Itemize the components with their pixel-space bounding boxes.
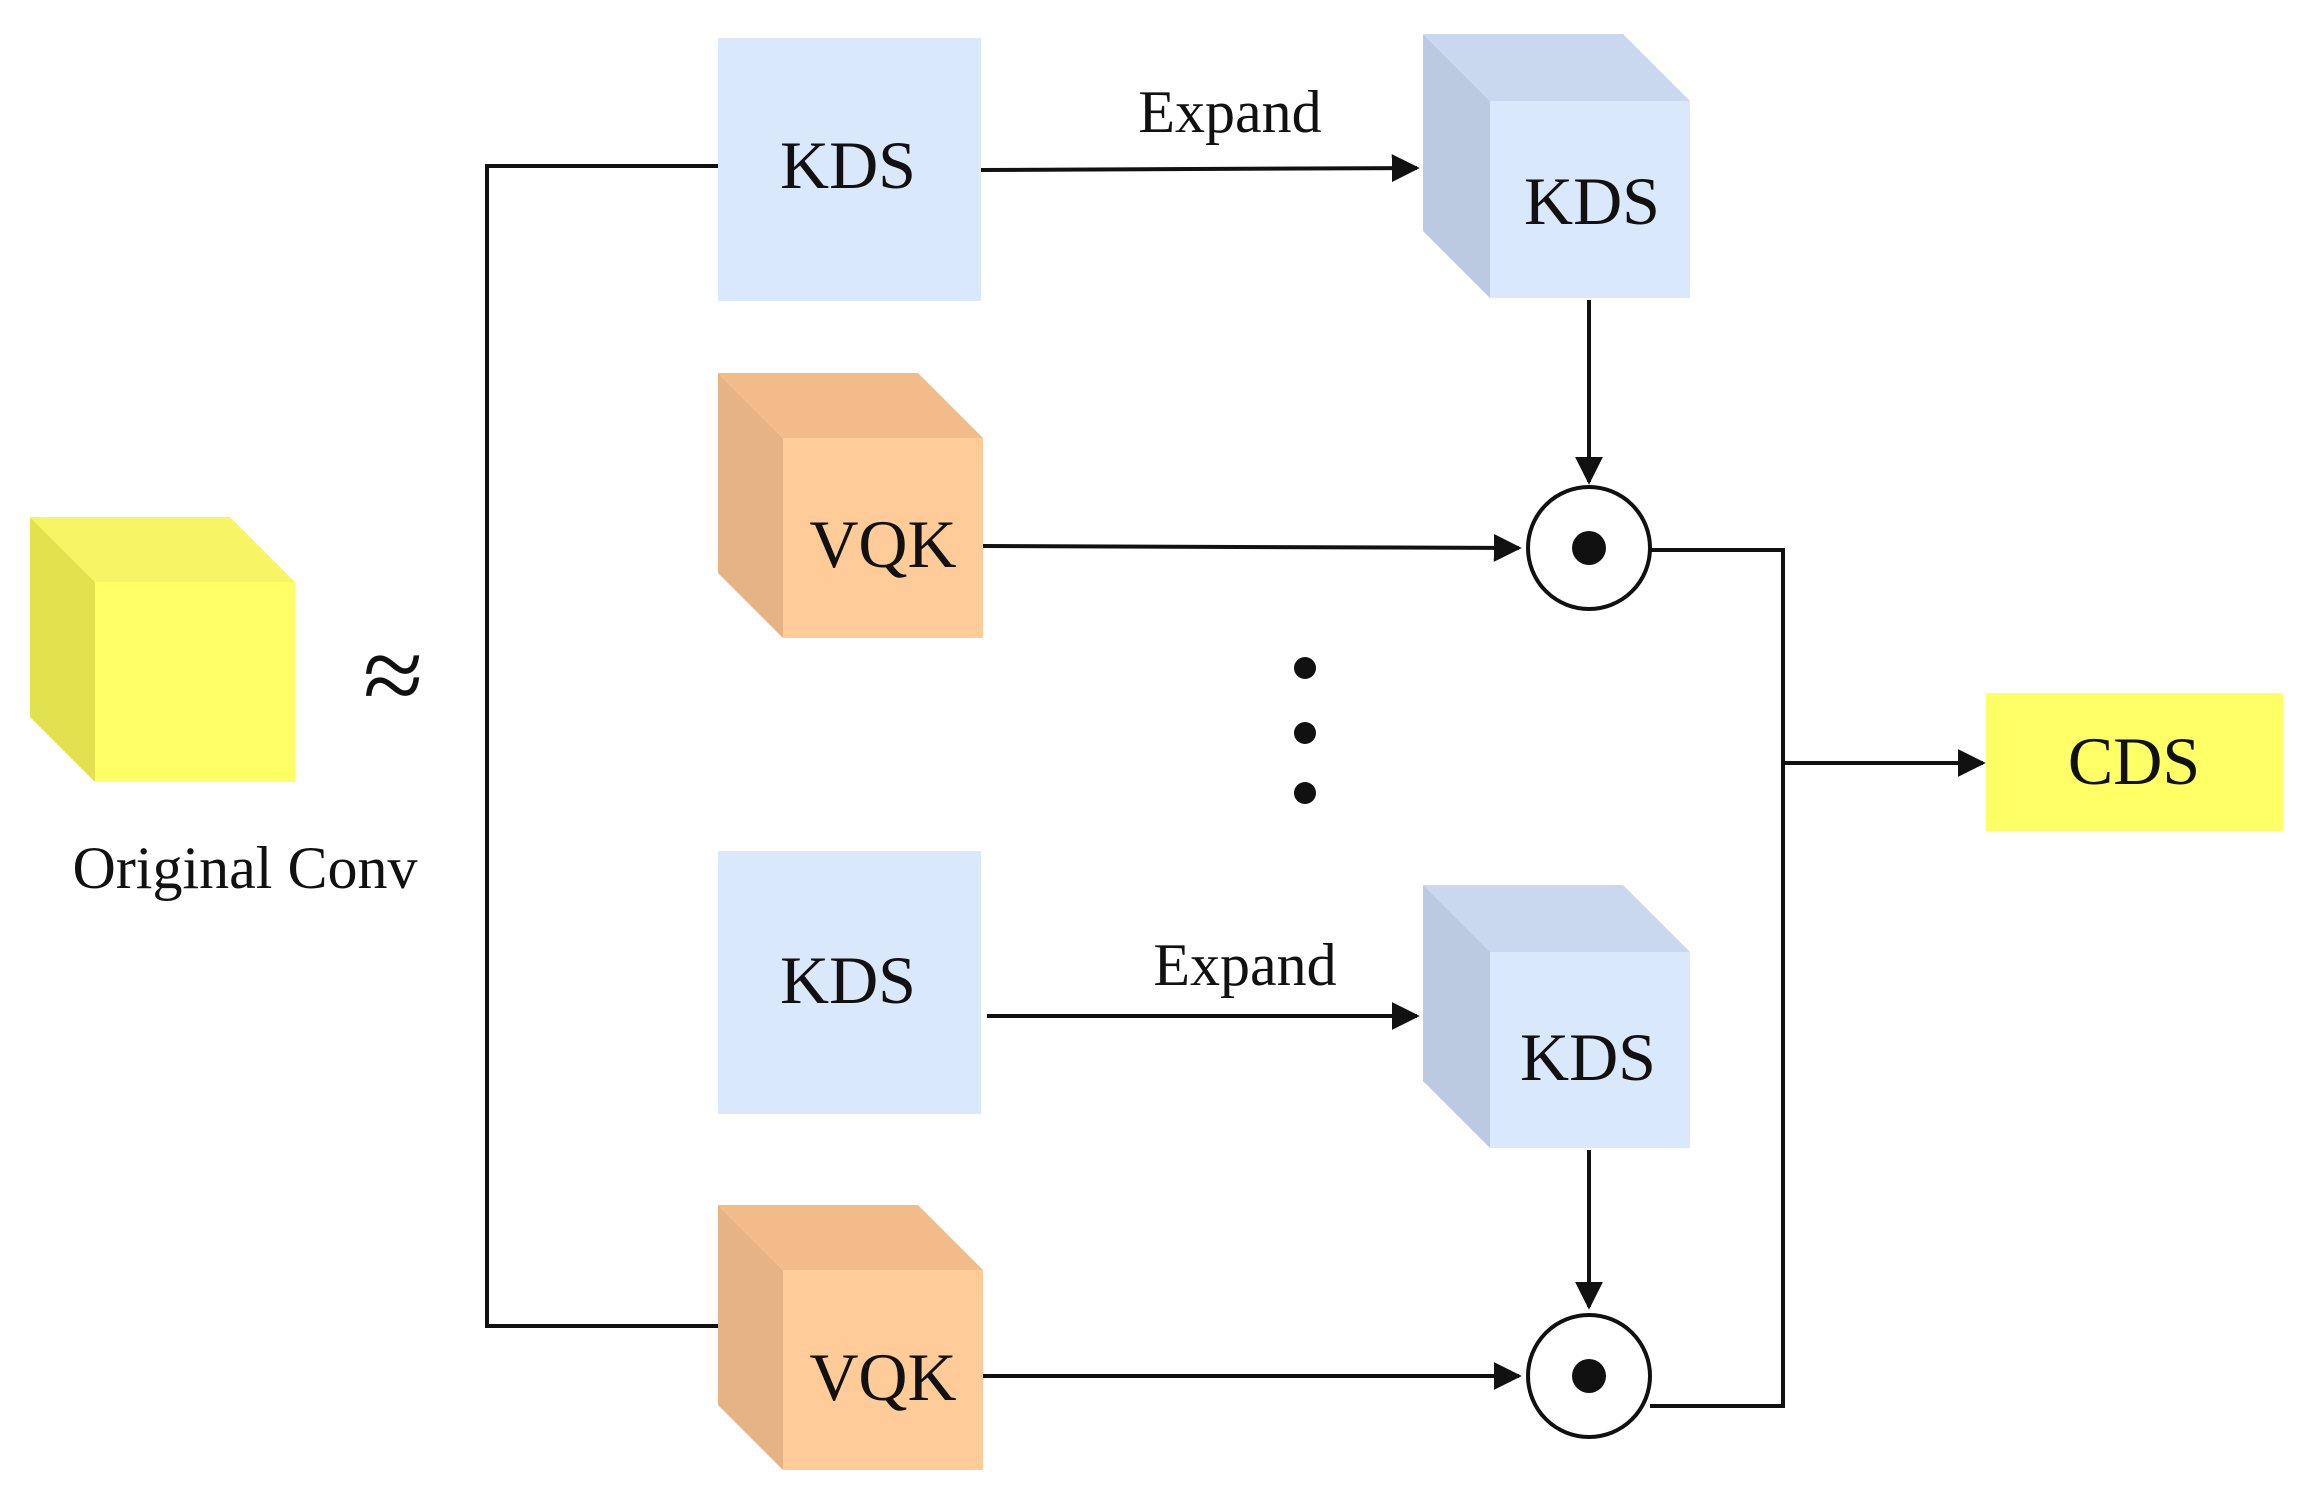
kds-expanded-top-label: KDS — [1524, 163, 1660, 239]
kds-block-top-label: KDS — [780, 127, 916, 203]
vqk-cube-top — [718, 373, 983, 638]
cds-output-block — [1986, 693, 2283, 831]
ellipsis-dot-2 — [1294, 722, 1316, 744]
kds-expanded-cube-top-front — [1490, 101, 1690, 298]
approx-symbol: ≈ — [363, 614, 423, 736]
original-conv-caption: Original Conv — [73, 835, 418, 901]
kds-expanded-bottom-label: KDS — [1520, 1019, 1656, 1095]
vqk-cube-top-side — [718, 373, 783, 638]
kds-block-bottom — [718, 851, 981, 1114]
kds-expanded-cube-bottom — [1423, 885, 1690, 1148]
vqk-bottom-label: VQK — [809, 1339, 956, 1415]
kds-expanded-cube-top-side — [1423, 34, 1490, 298]
original-conv-cube — [30, 517, 295, 782]
ellipsis-dot-3 — [1294, 782, 1316, 804]
kds-expanded-cube-top-top — [1423, 34, 1690, 101]
ellipsis-dot-1 — [1294, 657, 1316, 679]
vqk-cube-bottom-side — [718, 1205, 783, 1470]
kds-expanded-cube-bottom-top — [1423, 885, 1690, 952]
split-bracket-line — [485, 164, 718, 1328]
cds-output-label: CDS — [2068, 723, 2200, 799]
kds-expanded-cube-bottom-front — [1490, 952, 1690, 1148]
branch-ellipsis — [1294, 657, 1316, 804]
original-conv-cube-front — [95, 582, 295, 782]
merge-bracket-line — [1650, 548, 1785, 1408]
kds-expanded-cube-top — [1423, 34, 1690, 298]
kds-block-top — [718, 38, 981, 301]
expand-label-top: Expand — [1138, 79, 1321, 145]
vqk-top-label: VQK — [809, 506, 956, 582]
expand-label-bottom: Expand — [1153, 932, 1336, 998]
vqk-to-multiply-arrow-top — [982, 533, 1522, 562]
expand-arrow-top — [980, 154, 1420, 183]
vqk-cube-bottom — [718, 1205, 983, 1470]
hadamard-node-bottom-dot — [1572, 1359, 1606, 1393]
vqk-cube-bottom-top — [718, 1205, 983, 1270]
vqk-cube-top-top — [718, 373, 983, 438]
vqk-cube-top-front — [783, 438, 983, 638]
kds-block-bottom-label: KDS — [780, 942, 916, 1018]
original-conv-cube-side — [30, 517, 95, 782]
hadamard-node-top-dot — [1572, 531, 1606, 565]
original-conv-cube-top — [30, 517, 295, 582]
vqk-cube-bottom-front — [783, 1270, 983, 1470]
kds-expanded-cube-bottom-side — [1423, 885, 1490, 1148]
